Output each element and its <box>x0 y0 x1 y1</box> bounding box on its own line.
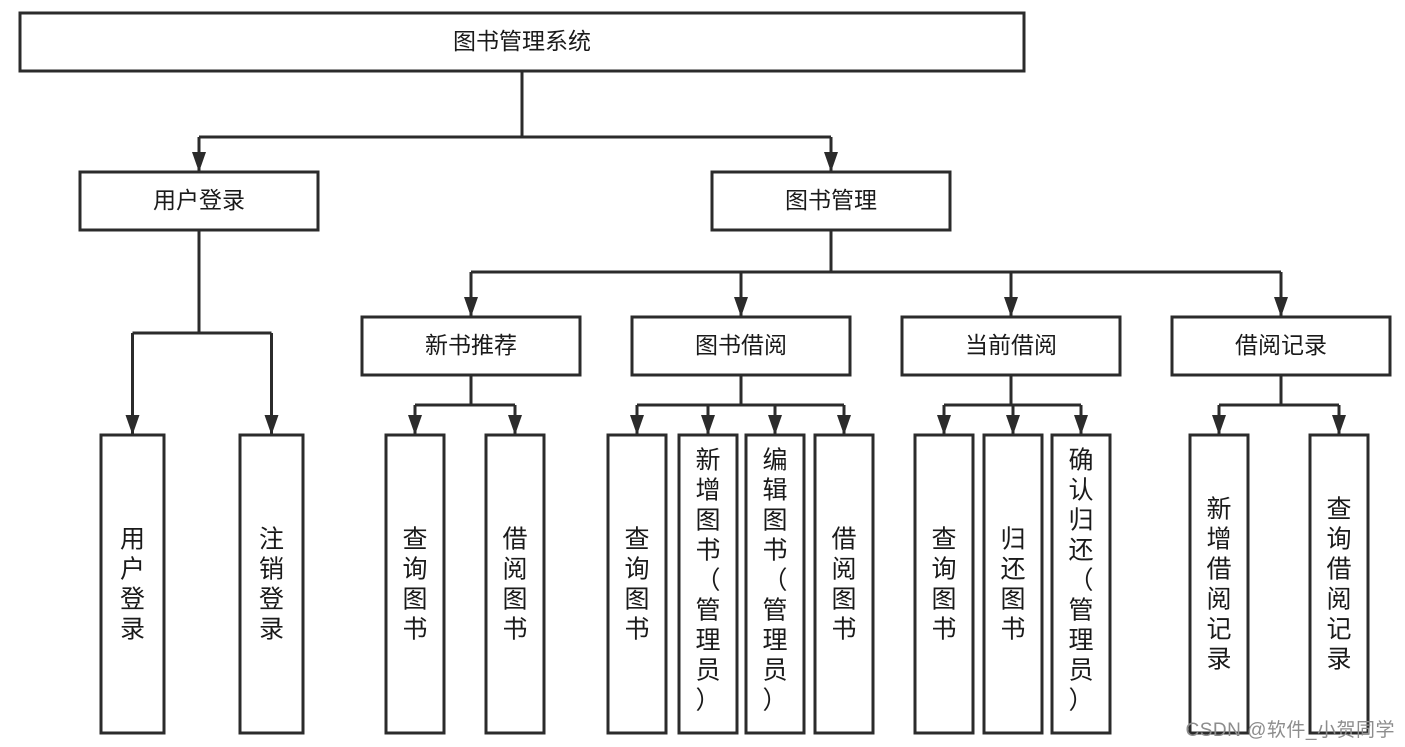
node-leaf-user-login-box[interactable] <box>99 433 166 735</box>
node-leaf-edit-book[interactable]: 编辑图书（管理员） <box>744 433 806 735</box>
arrow-head-icon <box>125 415 140 435</box>
arrow-head-icon <box>408 415 422 435</box>
node-book-management-label: 图书管理 <box>785 187 877 213</box>
node-leaf-borrow-book-1-label: 借阅图书 <box>502 525 527 643</box>
node-new-book-recommend[interactable]: 新书推荐 <box>360 315 582 377</box>
node-book-management[interactable]: 图书管理 <box>710 170 952 232</box>
arrow-head-icon <box>768 415 782 435</box>
node-user-login[interactable]: 用户登录 <box>78 170 320 232</box>
arrow-head-icon <box>1332 415 1346 435</box>
node-leaf-query-book-2[interactable]: 查询图书 <box>606 433 668 735</box>
arrow-head-icon <box>837 415 851 435</box>
arrow-head-icon <box>1004 297 1018 317</box>
node-leaf-query-book-3[interactable]: 查询图书 <box>913 433 975 735</box>
arrow-head-icon <box>734 297 748 317</box>
node-borrow-record-box[interactable] <box>1170 315 1392 377</box>
node-leaf-query-borrow-record-box[interactable] <box>1308 433 1370 735</box>
connectors-layer <box>125 71 1346 435</box>
node-leaf-query-book-3-label: 查询图书 <box>931 525 956 643</box>
node-current-borrow[interactable]: 当前借阅 <box>900 315 1122 377</box>
node-leaf-query-book-2-box[interactable] <box>606 433 668 735</box>
node-book-management-box[interactable] <box>710 170 952 232</box>
arrow-head-icon <box>937 415 951 435</box>
node-new-book-recommend-box[interactable] <box>360 315 582 377</box>
arrow-head-icon <box>824 152 838 172</box>
node-user-login-box[interactable] <box>78 170 320 232</box>
node-leaf-add-book-label: 新增图书（管理员） <box>695 446 720 714</box>
node-leaf-borrow-book-1[interactable]: 借阅图书 <box>484 433 546 735</box>
node-borrow-record[interactable]: 借阅记录 <box>1170 315 1392 377</box>
node-leaf-add-book[interactable]: 新增图书（管理员） <box>677 433 739 735</box>
node-leaf-add-borrow-record-box[interactable] <box>1188 433 1250 735</box>
nodes-layer: 图书管理系统用户登录图书管理新书推荐图书借阅当前借阅借阅记录用户登录注销登录查询… <box>18 11 1392 735</box>
node-leaf-query-borrow-record[interactable]: 查询借阅记录 <box>1308 433 1370 735</box>
node-leaf-add-borrow-record[interactable]: 新增借阅记录 <box>1188 433 1250 735</box>
csdn-watermark: CSDN @软件_小贺同学 <box>1185 720 1395 741</box>
arrow-head-icon <box>264 415 279 435</box>
node-book-borrow[interactable]: 图书借阅 <box>630 315 852 377</box>
arrow-head-icon <box>701 415 715 435</box>
node-leaf-borrow-book-2[interactable]: 借阅图书 <box>813 433 875 735</box>
arrow-head-icon <box>508 415 522 435</box>
node-book-borrow-box[interactable] <box>630 315 852 377</box>
node-leaf-query-book-3-box[interactable] <box>913 433 975 735</box>
node-leaf-borrow-book-1-box[interactable] <box>484 433 546 735</box>
node-root-system-label: 图书管理系统 <box>453 28 591 54</box>
node-new-book-recommend-label: 新书推荐 <box>425 332 517 358</box>
arrow-head-icon <box>1274 297 1288 317</box>
node-leaf-confirm-return-label: 确认归还（管理员） <box>1068 446 1093 714</box>
node-leaf-borrow-book-2-box[interactable] <box>813 433 875 735</box>
node-leaf-add-book-box[interactable] <box>677 433 739 735</box>
node-leaf-return-book[interactable]: 归还图书 <box>982 433 1044 735</box>
node-current-borrow-box[interactable] <box>900 315 1122 377</box>
node-book-borrow-label: 图书借阅 <box>695 332 787 358</box>
arrow-head-icon <box>1212 415 1226 435</box>
node-leaf-logout[interactable]: 注销登录 <box>238 433 305 735</box>
node-leaf-return-book-box[interactable] <box>982 433 1044 735</box>
node-root-system[interactable]: 图书管理系统 <box>18 11 1026 73</box>
node-leaf-user-login-label: 用户登录 <box>120 525 145 643</box>
arrow-head-icon <box>1074 415 1088 435</box>
node-leaf-query-book-1[interactable]: 查询图书 <box>384 433 446 735</box>
node-current-borrow-label: 当前借阅 <box>965 332 1057 358</box>
node-leaf-edit-book-label: 编辑图书（管理员） <box>762 446 787 714</box>
node-user-login-label: 用户登录 <box>153 187 245 213</box>
node-leaf-query-book-1-label: 查询图书 <box>402 525 427 643</box>
node-leaf-query-book-1-box[interactable] <box>384 433 446 735</box>
node-leaf-query-borrow-record-label: 查询借阅记录 <box>1326 495 1351 673</box>
node-borrow-record-label: 借阅记录 <box>1235 332 1327 358</box>
node-leaf-query-book-2-label: 查询图书 <box>624 525 649 643</box>
node-root-system-box[interactable] <box>18 11 1026 73</box>
node-leaf-logout-label: 注销登录 <box>259 525 284 643</box>
node-leaf-logout-box[interactable] <box>238 433 305 735</box>
arrow-head-icon <box>464 297 478 317</box>
node-leaf-confirm-return[interactable]: 确认归还（管理员） <box>1050 433 1112 735</box>
node-leaf-add-borrow-record-label: 新增借阅记录 <box>1206 495 1231 673</box>
node-leaf-return-book-label: 归还图书 <box>1000 525 1025 643</box>
node-leaf-user-login[interactable]: 用户登录 <box>99 433 166 735</box>
arrow-head-icon <box>1006 415 1020 435</box>
node-leaf-borrow-book-2-label: 借阅图书 <box>831 525 856 643</box>
arrow-head-icon <box>630 415 644 435</box>
arrow-head-icon <box>192 152 206 172</box>
node-leaf-edit-book-box[interactable] <box>744 433 806 735</box>
node-leaf-confirm-return-box[interactable] <box>1050 433 1112 735</box>
